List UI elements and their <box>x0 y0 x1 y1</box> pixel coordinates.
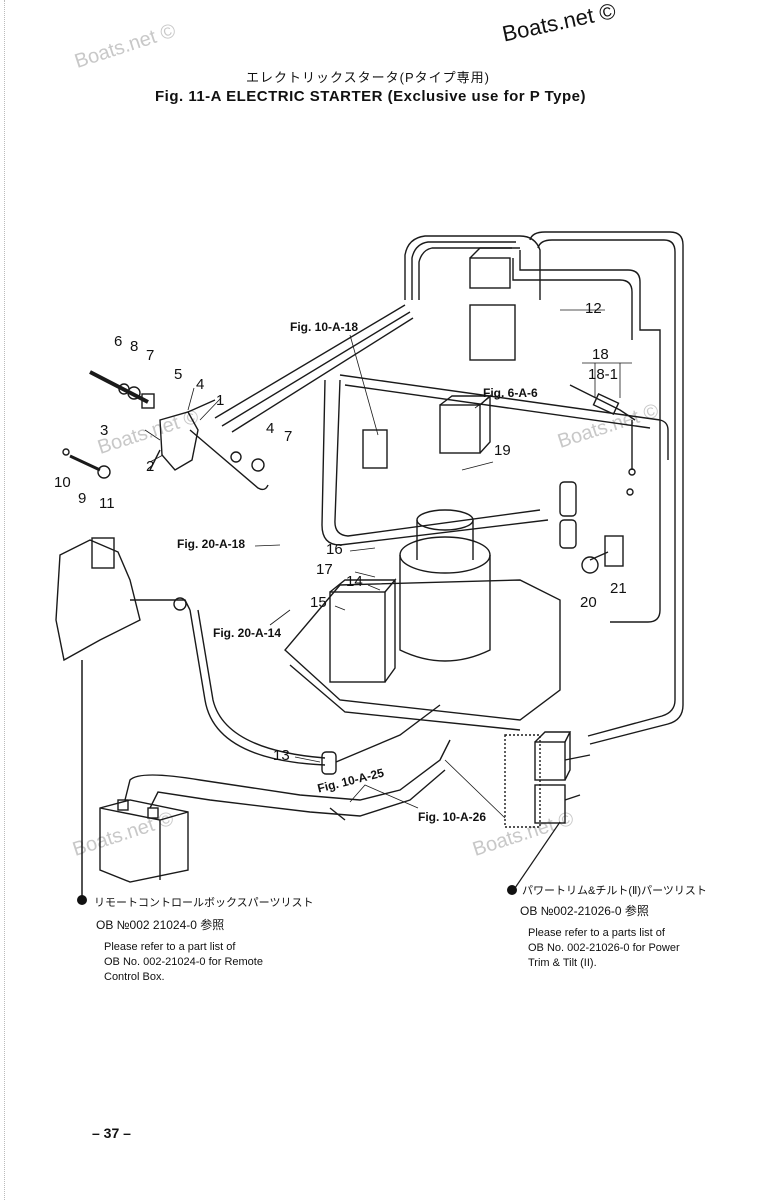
callout-12: 12 <box>585 300 602 317</box>
fig-ref-20-a-14: Fig. 20-A-14 <box>213 626 282 640</box>
callout-5: 5 <box>174 366 183 383</box>
callout-4b: 4 <box>266 420 275 437</box>
callout-14: 14 <box>346 573 363 590</box>
callout-10: 10 <box>54 474 71 491</box>
callout-20: 20 <box>580 594 597 611</box>
fig-ref-10-a-18: Fig. 10-A-18 <box>290 320 359 334</box>
callout-7b: 7 <box>284 428 293 445</box>
callout-18-1: 18-1 <box>588 366 619 383</box>
callout-7: 7 <box>146 347 155 364</box>
callout-2: 2 <box>146 458 155 475</box>
callout-11: 11 <box>99 495 115 512</box>
note-right-ob: OB №002-21026-0 参照 <box>520 904 649 918</box>
callout-3: 3 <box>100 422 109 439</box>
callout-13: 13 <box>273 747 290 764</box>
callout-16: 16 <box>326 541 343 558</box>
callout-4: 4 <box>196 376 205 393</box>
fig-ref-6-a-6: Fig. 6-A-6 <box>483 386 538 400</box>
japanese-title: エレクトリックスタータ(Pタイプ専用) <box>246 70 490 85</box>
callout-17: 17 <box>316 561 333 578</box>
fig-ref-10-a-26: Fig. 10-A-26 <box>418 810 487 824</box>
callout-19: 19 <box>494 442 511 459</box>
note-right-en-1: Please refer to a parts list of <box>528 927 665 939</box>
note-right-en-3: Trim & Tilt (II). <box>528 957 597 969</box>
callout-9: 9 <box>78 490 87 507</box>
callout-1: 1 <box>216 392 225 409</box>
note-left-jp: リモートコントロールボックスパーツリスト <box>94 897 314 909</box>
note-right-en-2: OB No. 002-21026-0 for Power <box>528 942 680 954</box>
note-left-ob: OB №002 21024-0 参照 <box>96 918 225 932</box>
callout-15: 15 <box>310 594 327 611</box>
callout-6: 6 <box>114 333 123 350</box>
note-left-en-2: OB No. 002-21024-0 for Remote <box>104 956 263 968</box>
page-edge-border <box>4 0 5 1200</box>
note-right-jp: パワートリム&チルト(Ⅱ)パーツリスト <box>522 885 707 897</box>
page-title: Fig. 11-A ELECTRIC STARTER (Exclusive us… <box>155 88 587 105</box>
callout-8: 8 <box>130 338 139 355</box>
callout-18: 18 <box>592 346 609 363</box>
callout-21: 21 <box>610 580 627 597</box>
note-left-en-1: Please refer to a part list of <box>104 941 236 953</box>
note-left-en-3: Control Box. <box>104 971 165 983</box>
page-number: – 37 – <box>92 1125 131 1141</box>
fig-ref-20-a-18: Fig. 20-A-18 <box>177 537 246 551</box>
